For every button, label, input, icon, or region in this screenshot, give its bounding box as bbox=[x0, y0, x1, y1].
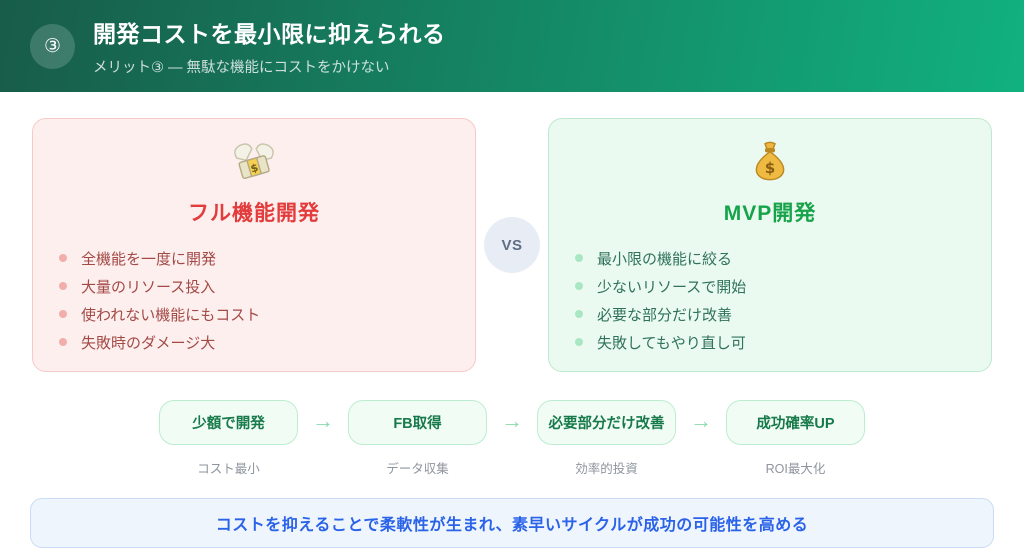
list-item: 必要な部分だけ改善 bbox=[575, 300, 991, 328]
flow-step-label: 必要部分だけ改善 bbox=[537, 400, 676, 445]
flow-section: 少額で開発 コスト最小 → FB取得 データ収集 → 必要部分だけ改善 効率的投… bbox=[0, 400, 1024, 477]
arrow-right-icon: → bbox=[501, 408, 523, 433]
header: ③ 開発コストを最小限に抑えられる メリット③ — 無駄な機能にコストをかけない bbox=[0, 0, 1024, 92]
flow-step-label: FB取得 bbox=[348, 400, 487, 445]
header-text: 開発コストを最小限に抑えられる メリット③ — 無駄な機能にコストをかけない bbox=[93, 15, 446, 77]
summary-banner: コストを抑えることで柔軟性が生まれ、素早いサイクルが成功の可能性を高める bbox=[30, 498, 994, 548]
flow-step-3: 必要部分だけ改善 効率的投資 bbox=[537, 400, 676, 477]
svg-text:$: $ bbox=[765, 159, 776, 177]
money-bag-icon: $ bbox=[549, 138, 991, 184]
page-subtitle: メリット③ — 無駄な機能にコストをかけない bbox=[93, 60, 390, 76]
flow-step-label: 少額で開発 bbox=[159, 400, 298, 445]
bullet-dot-icon bbox=[59, 338, 67, 346]
bullet-dot-icon bbox=[59, 254, 67, 262]
mvp-development-list: 最小限の機能に絞る 少ないリソースで開始 必要な部分だけ改善 失敗してもやり直し… bbox=[549, 244, 991, 356]
money-with-wings-icon: $ bbox=[33, 138, 475, 184]
flow-step-caption: ROI最大化 bbox=[765, 462, 826, 476]
flow-step-2: FB取得 データ収集 bbox=[348, 400, 487, 477]
flow-step-4: 成功確率UP ROI最大化 bbox=[726, 400, 865, 477]
svg-text:$: $ bbox=[249, 161, 260, 176]
mvp-development-title: MVP開発 bbox=[723, 202, 817, 225]
list-item: 失敗時のダメージ大 bbox=[59, 328, 475, 356]
arrow-right-icon: → bbox=[690, 408, 712, 433]
flow-step-caption: コスト最小 bbox=[197, 462, 260, 476]
vs-badge: VS bbox=[484, 217, 540, 273]
comparison-section: $ フル機能開発 全機能を一度に開発 大量のリソース投入 使われない機能にもコス… bbox=[32, 118, 992, 372]
list-item: 大量のリソース投入 bbox=[59, 272, 475, 300]
full-development-title: フル機能開発 bbox=[188, 202, 320, 225]
bullet-dot-icon bbox=[59, 282, 67, 290]
list-item: 少ないリソースで開始 bbox=[575, 272, 991, 300]
flow-step-label: 成功確率UP bbox=[726, 400, 865, 445]
list-item: 最小限の機能に絞る bbox=[575, 244, 991, 272]
flow-step-1: 少額で開発 コスト最小 bbox=[159, 400, 298, 477]
arrow-right-icon: → bbox=[312, 408, 334, 433]
mvp-development-card: $ MVP開発 最小限の機能に絞る 少ないリソースで開始 必要な部分だけ改善 失… bbox=[548, 118, 992, 372]
page-title: 開発コストを最小限に抑えられる bbox=[93, 21, 446, 47]
bullet-dot-icon bbox=[575, 310, 583, 318]
merit-number-badge: ③ bbox=[30, 23, 75, 69]
list-item: 全機能を一度に開発 bbox=[59, 244, 475, 272]
list-item: 使われない機能にもコスト bbox=[59, 300, 475, 328]
list-item: 失敗してもやり直し可 bbox=[575, 328, 991, 356]
full-development-card: $ フル機能開発 全機能を一度に開発 大量のリソース投入 使われない機能にもコス… bbox=[32, 118, 476, 372]
full-development-list: 全機能を一度に開発 大量のリソース投入 使われない機能にもコスト 失敗時のダメー… bbox=[33, 244, 475, 356]
flow-step-caption: データ収集 bbox=[386, 462, 449, 476]
bullet-dot-icon bbox=[575, 254, 583, 262]
flow-step-caption: 効率的投資 bbox=[575, 462, 638, 476]
bullet-dot-icon bbox=[59, 310, 67, 318]
bullet-dot-icon bbox=[575, 282, 583, 290]
summary-text: コストを抑えることで柔軟性が生まれ、素早いサイクルが成功の可能性を高める bbox=[215, 517, 809, 534]
bullet-dot-icon bbox=[575, 338, 583, 346]
